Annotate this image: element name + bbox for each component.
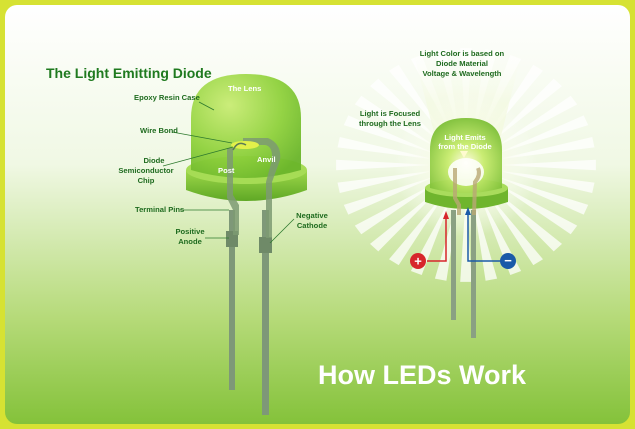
negative-terminal-icon [500,253,516,269]
label-color-line1: Light Color is based on [420,49,505,58]
label-negative-line2: Cathode [297,221,327,230]
positive-current-line [427,215,447,262]
right-internal-leads [453,167,481,216]
positive-terminal-icon [410,253,426,269]
wire-bond [232,142,247,151]
light-ray [336,159,428,171]
label-anvil: Anvil [257,155,276,164]
footer-title: How LEDs Work [318,360,527,390]
label-color-line2: Diode Material [436,59,488,68]
label-negative-line1: Negative [296,211,328,220]
label-chip-line3: Chip [138,176,155,185]
label-chip-line2: Semiconductor [118,166,173,175]
label-emits-line2: from the Diode [438,142,492,151]
label-positive-line1: Positive [175,227,204,236]
post [227,148,239,235]
cathode-leg [262,210,269,415]
anode-leg [229,210,235,390]
label-terminal-pins: Terminal Pins [135,205,184,214]
label-emits-line1: Light Emits [444,133,485,142]
cathode-crimp [259,237,272,253]
label-focused-line2: through the Lens [359,119,421,128]
label-epoxy: Epoxy Resin Case [134,93,200,102]
anvil [243,138,281,238]
label-focused-line1: Light is Focused [360,109,421,118]
left-led [162,74,307,415]
label-positive-line2: Anode [178,237,202,246]
right-dome [430,118,502,193]
label-color-line3: Voltage & Wavelength [423,69,502,78]
right-led [336,40,596,338]
right-anode-leg [451,210,456,320]
svg-text:+: + [414,254,422,269]
page-title: The Light Emitting Diode [46,65,212,81]
label-wire-bond: Wire Bond [140,126,178,135]
emit-arrow [460,151,468,158]
label-chip-line1: Diode [143,156,164,165]
label-lens: The Lens [228,84,261,93]
light-ray [504,159,596,171]
label-post: Post [218,166,235,175]
right-cathode-leg [471,210,476,338]
negative-current-line [467,211,505,262]
svg-text:−: − [504,253,512,268]
